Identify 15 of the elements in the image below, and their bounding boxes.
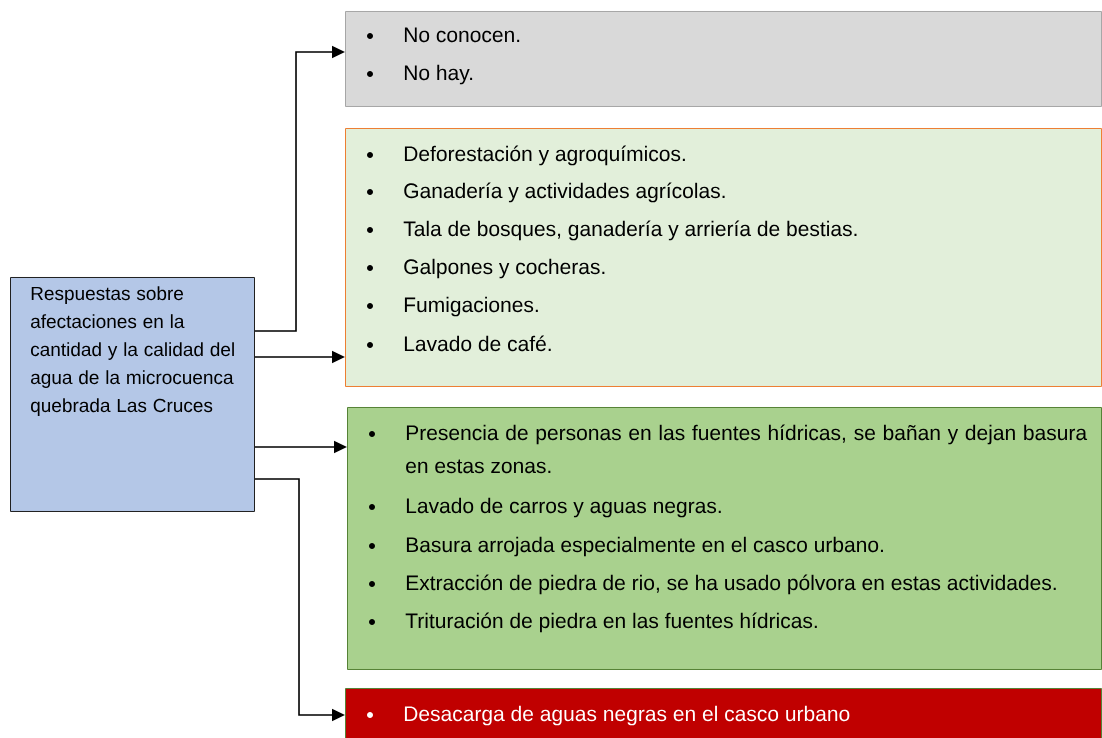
bulleted-item: Basura arrojada especialmente en el casco urbano. xyxy=(369,536,883,557)
bulleted-item: Trituración de piedra en las fuentes hídricas. xyxy=(369,612,817,633)
bulleted-item: Fumigaciones. xyxy=(367,296,538,317)
bulleted-item: Lavado de café. xyxy=(367,335,551,352)
bulleted-item: Deforestación y agroquímicos. xyxy=(367,145,685,166)
bulleted-item: Tala de bosques, ganadería y arriería de bestias. xyxy=(367,220,857,241)
bulleted-item: Ganadería y actividades agrícolas. xyxy=(367,182,725,203)
bulleted-item: No conocen. xyxy=(367,27,520,43)
text-box: Respuestas sobre afectaciones en la cantidad y la calidad del agua de la microcuenca quebrada Las Cruces xyxy=(10,277,255,512)
bulleted-item: Lavado de carros y aguas negras. xyxy=(369,497,721,518)
bulleted-item: Desacarga de aguas negras en el casco urbano xyxy=(367,705,850,726)
bulleted-item: Extracción de piedra de rio, se ha usado pólvora en estas actividades. xyxy=(369,574,1056,595)
bulleted-item: Presencia de personas en las fuentes hídricas, se bañan y dejan basura en estas zonas. xyxy=(369,424,1088,474)
bulleted-item: Galpones y cocheras. xyxy=(367,258,605,279)
bulleted-item: No hay. xyxy=(367,64,473,85)
